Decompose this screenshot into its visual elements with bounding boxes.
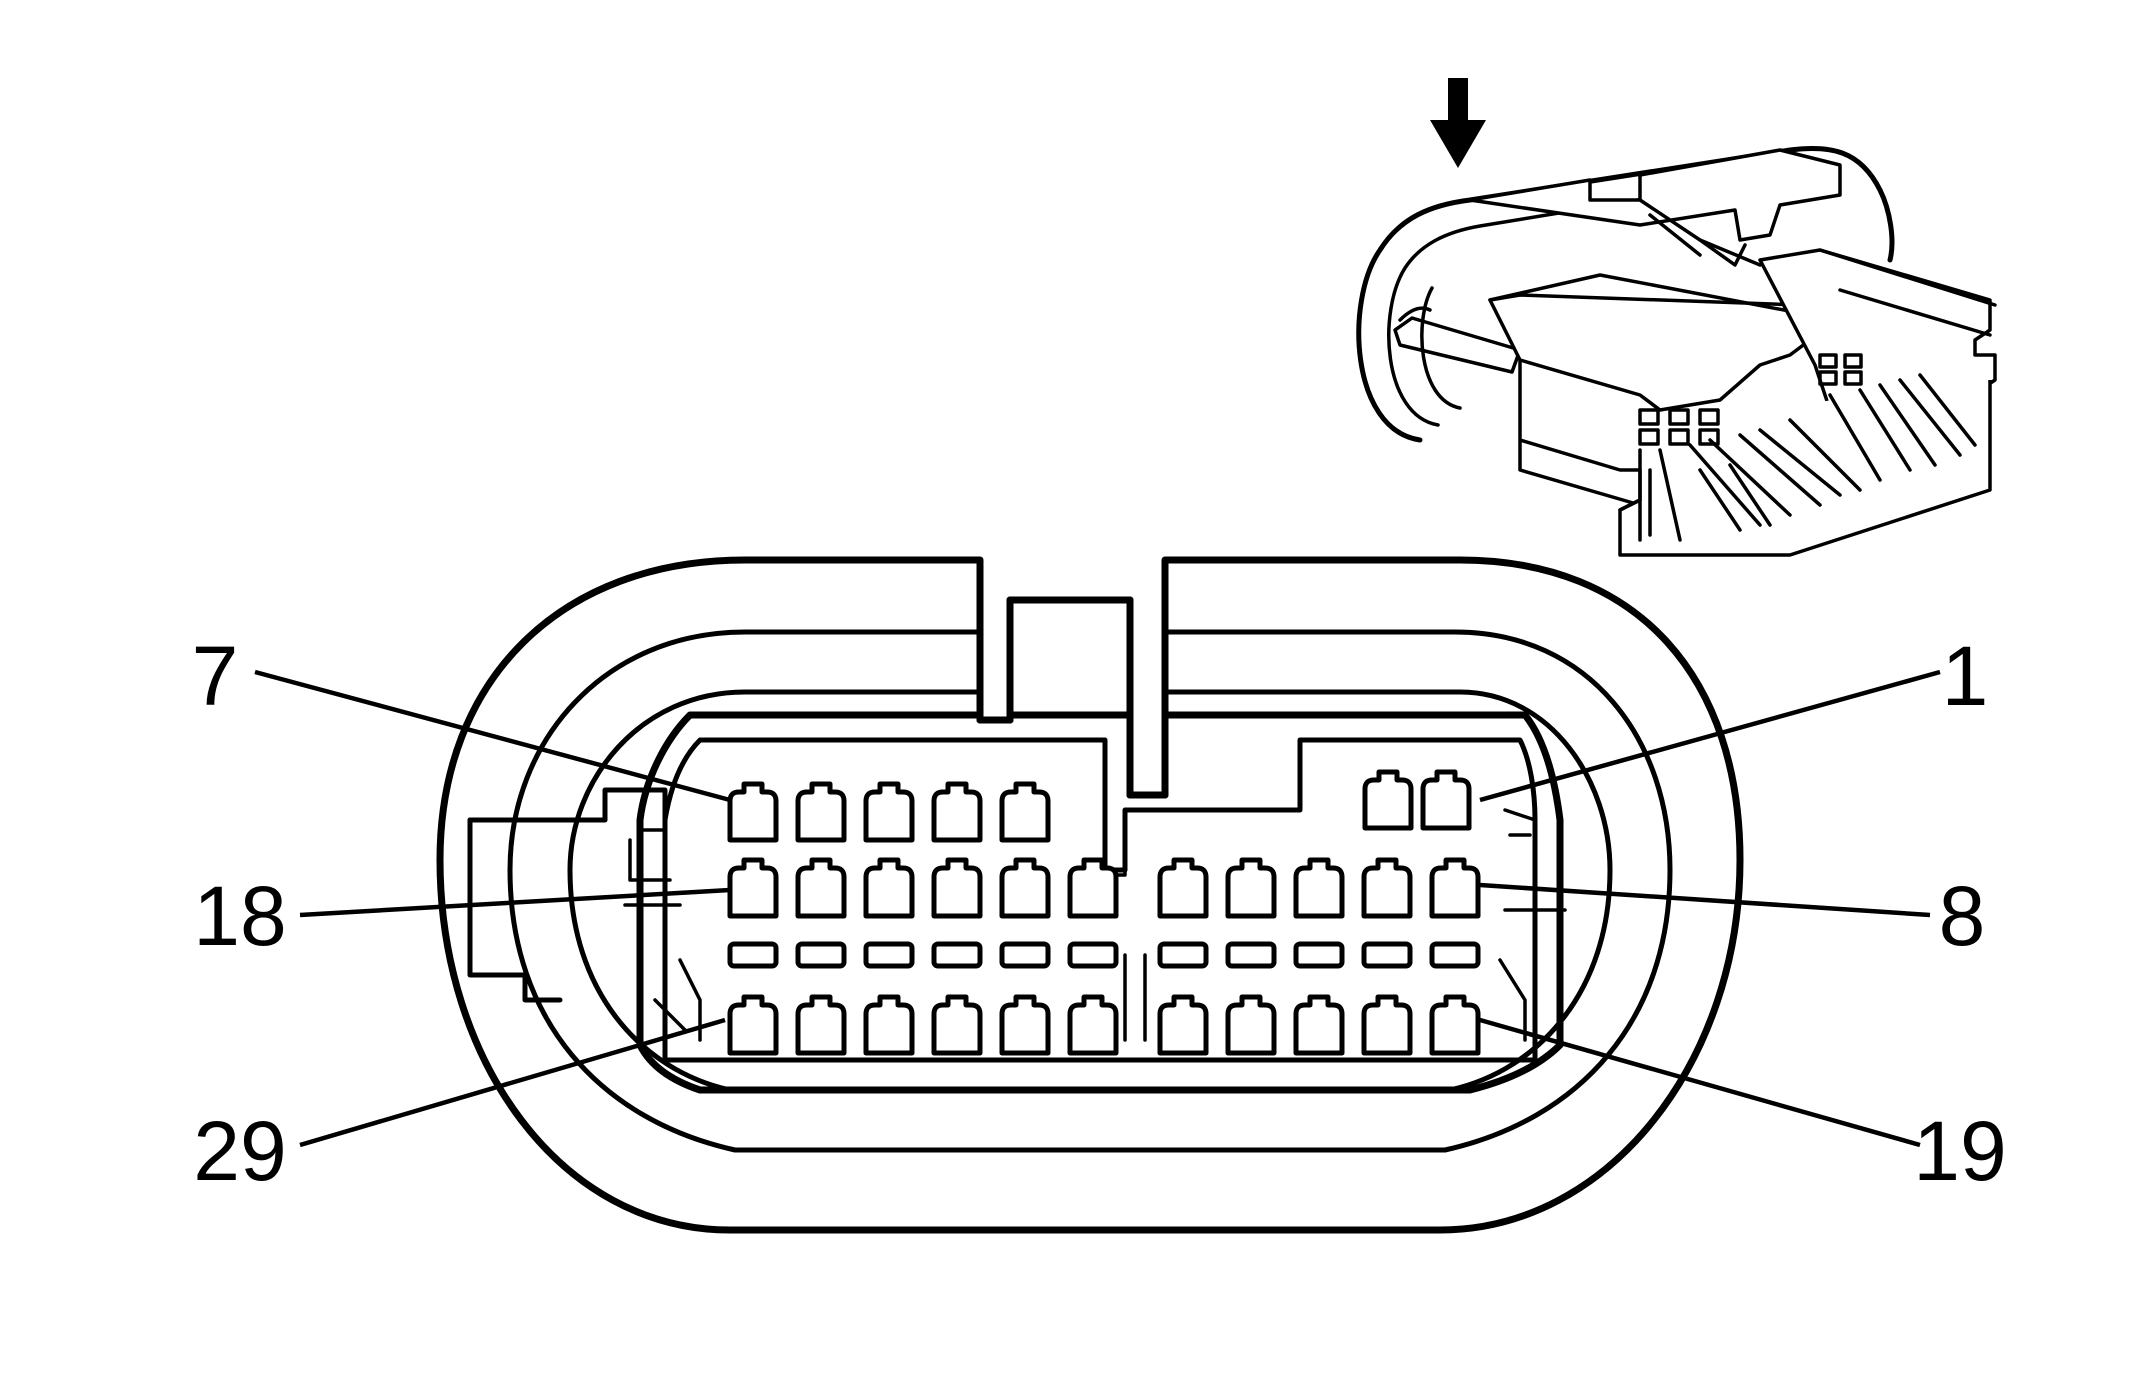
cavity-row4-right [1157, 994, 1209, 1056]
slot-row3-left [999, 941, 1051, 969]
cavity-row2-right [1225, 857, 1277, 919]
pin-label-7: 7 [192, 629, 239, 723]
cavity-row1-left [999, 781, 1051, 843]
cavity-row2-right [1293, 857, 1345, 919]
cavity-row4-right [1293, 994, 1345, 1056]
cavity-row2-left [999, 857, 1051, 919]
cavity-row1-right [1362, 769, 1414, 831]
cavity-row2-left [931, 857, 983, 919]
down-arrow-icon [1430, 78, 1486, 168]
cavity-row2-right [1361, 857, 1413, 919]
cavity-row4-left [931, 994, 983, 1056]
inner-housing [636, 711, 1564, 1094]
cavity-row2-right [1157, 857, 1209, 919]
cavity-row1-left [931, 781, 983, 843]
slot-row3-left [931, 941, 983, 969]
connector-face-view: 7 1 18 8 29 19 [192, 556, 2007, 1234]
pin-label-1: 1 [1942, 629, 1989, 723]
cavity-row1-right [1420, 769, 1472, 831]
cavity-row4-left [1067, 994, 1119, 1056]
cavity-row4-left [863, 994, 915, 1056]
leader-1 [1479, 669, 1941, 803]
slot-row3-right [1361, 941, 1413, 969]
slot-row3-right [1429, 941, 1481, 969]
cavity-row1-left [727, 781, 779, 843]
cavity-row2-right [1429, 857, 1481, 919]
pin-label-8: 8 [1939, 869, 1986, 963]
cavity-row4-left [795, 994, 847, 1056]
leader-18 [299, 887, 731, 918]
slot-row3-left [727, 941, 779, 969]
slot-row3-right [1293, 941, 1345, 969]
callout-leaders [254, 669, 1941, 1148]
cavity-row1-left [863, 781, 915, 843]
cavity-row2-left [795, 857, 847, 919]
pin-label-19: 19 [1913, 1104, 2006, 1198]
cavity-row2-left [863, 857, 915, 919]
leader-8 [1479, 882, 1931, 918]
cavity-grid [727, 769, 1481, 1056]
cavity-row4-left [727, 994, 779, 1056]
slot-row3-left [863, 941, 915, 969]
slot-row3-left [795, 941, 847, 969]
leader-19 [1479, 1017, 1921, 1148]
pin-label-18: 18 [193, 869, 286, 963]
cavity-row4-left [999, 994, 1051, 1056]
slot-row3-right [1225, 941, 1277, 969]
leader-7 [254, 669, 731, 803]
pin-label-29: 29 [193, 1104, 286, 1198]
cavity-row4-right [1225, 994, 1277, 1056]
outer-shell [436, 556, 1744, 1234]
cavity-row1-left [795, 781, 847, 843]
cavity-row2-left [1067, 857, 1119, 919]
leader-29 [299, 1017, 726, 1148]
slot-row3-right [1157, 941, 1209, 969]
cavity-row4-right [1361, 994, 1413, 1056]
cavity-row4-right [1429, 994, 1481, 1056]
slot-row3-left [1067, 941, 1119, 969]
connector-isometric-view [1356, 78, 1997, 557]
cavity-row2-left [727, 857, 779, 919]
